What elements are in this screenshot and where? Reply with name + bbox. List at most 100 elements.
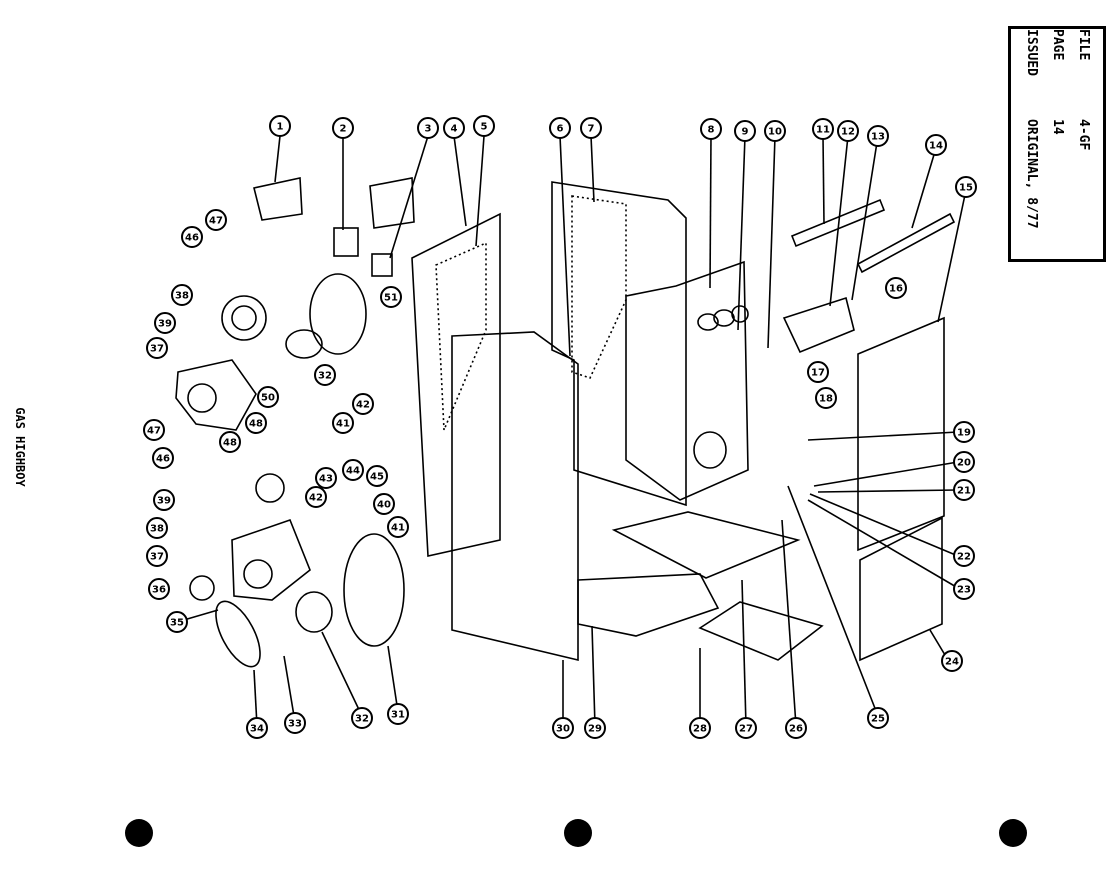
plate-31 [343,533,405,647]
callout-label-28: 28 [693,724,707,735]
callout-bubble-32 [351,707,373,729]
callout-label-10: 10 [768,127,782,138]
callout-bubble-26 [785,717,807,739]
callout-bubble-9 [734,120,756,142]
callout-label-5: 5 [481,122,488,133]
callout-label-8: 8 [708,125,715,136]
callout-bubble-45 [366,465,388,487]
callout-bubble-37 [146,337,168,359]
callout-bubble-27 [735,717,757,739]
callout-bubble-22 [953,545,975,567]
burner-box-13 [782,296,855,354]
callout-bubble-17 [807,361,829,383]
file-value: 4-GF [1076,119,1091,151]
blower-housing-37-lower [231,518,311,601]
callout-label-41: 41 [391,523,405,534]
callout-label-48: 48 [249,419,263,430]
callout-label-23: 23 [957,585,971,596]
callout-bubble-11 [812,118,834,140]
callout-bubble-47 [143,419,165,441]
pulley-36 [189,575,215,601]
callout-label-2: 2 [340,124,347,135]
callout-label-46: 46 [185,233,199,244]
callout-label-42: 42 [356,400,370,411]
callout-label-18: 18 [819,394,833,405]
blower-housing-37-upper [175,359,257,431]
bracket-1 [253,177,303,221]
callout-bubble-18 [815,387,837,409]
punch-hole-center [564,819,592,847]
callout-bubble-47 [205,209,227,231]
page-label: PAGE [1050,29,1065,61]
callout-label-4: 4 [451,124,458,135]
callout-bubble-42 [352,393,374,415]
callout-bubble-7 [580,117,602,139]
callout-bubble-32 [314,364,336,386]
callout-label-1: 1 [277,122,284,133]
callout-label-16: 16 [889,284,903,295]
heat-exchanger-8 [625,260,749,501]
callout-label-24: 24 [945,657,959,668]
back-panel-6 [551,181,687,507]
callout-bubble-28 [689,717,711,739]
door-panel-15 [857,316,945,552]
rail-11 [790,198,886,248]
box-3 [371,253,393,277]
callout-bubble-41 [332,412,354,434]
callout-label-7: 7 [588,124,595,135]
callout-label-13: 13 [871,132,885,143]
callout-bubble-5 [473,115,495,137]
callout-label-35: 35 [170,618,184,629]
callout-bubble-39 [153,489,175,511]
callout-label-17: 17 [811,368,825,379]
plate-51 [309,273,367,355]
callout-bubble-30 [552,717,574,739]
insulation-5 [435,241,487,431]
callout-bubble-29 [584,717,606,739]
punch-hole-right [999,819,1027,847]
callout-bubble-4 [443,117,465,139]
callout-bubble-40 [373,493,395,515]
callout-label-29: 29 [588,724,602,735]
callout-bubble-33 [284,712,306,734]
callout-label-44: 44 [346,466,360,477]
callout-label-45: 45 [370,472,384,483]
callout-bubble-14 [925,134,947,156]
callout-bubble-31 [387,703,409,725]
callout-bubble-6 [549,117,571,139]
page-value: 14 [1050,119,1065,135]
callout-bubble-37 [146,545,168,567]
callout-bubble-36 [148,578,170,600]
callout-label-3: 3 [425,124,432,135]
callout-label-31: 31 [391,710,405,721]
callout-bubble-23 [953,578,975,600]
motor-32-upper [285,329,323,359]
callout-label-36: 36 [152,585,166,596]
callout-label-39: 39 [158,319,172,330]
callout-label-19: 19 [957,428,971,439]
callout-bubble-38 [146,517,168,539]
belt-34 [215,600,261,668]
callout-bubble-48 [245,412,267,434]
callout-label-50: 50 [261,393,275,404]
callout-label-30: 30 [556,724,570,735]
callout-label-6: 6 [557,124,564,135]
side-panel-4 [411,212,501,557]
transformer [369,177,415,229]
callout-bubble-10 [764,120,786,142]
callout-bubble-48 [219,431,241,453]
callout-label-27: 27 [739,724,753,735]
callout-label-51: 51 [384,293,398,304]
callout-bubble-51 [380,286,402,308]
callout-label-43: 43 [319,474,333,485]
blower-wheel-46-upper [221,295,267,341]
callout-label-46: 46 [156,454,170,465]
callout-label-34: 34 [250,724,264,735]
callout-bubble-3 [417,117,439,139]
callout-label-22: 22 [957,552,971,563]
callout-bubble-50 [257,386,279,408]
insulation-7 [571,195,627,379]
callout-label-9: 9 [742,127,749,138]
junction-2 [333,227,359,257]
